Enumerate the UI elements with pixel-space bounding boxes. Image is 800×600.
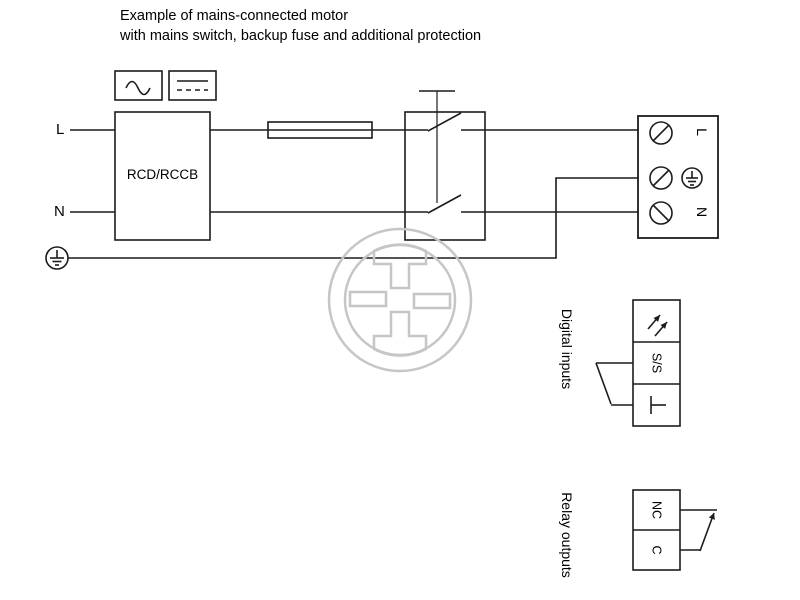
pulse-arrows-icon — [647, 314, 668, 337]
terminal-l-label: L — [694, 128, 710, 136]
ground-terminal-icon — [650, 396, 666, 414]
digital-inputs-block — [595, 299, 681, 427]
relay-c-label: C — [649, 545, 664, 555]
digital-input-switch — [595, 362, 633, 406]
supply-line-label: L — [56, 121, 65, 138]
diagram-title-line1: Example of mains-connected motor — [120, 8, 349, 24]
earth-terminal-icon — [681, 167, 703, 189]
earth-conductor — [68, 177, 638, 259]
digital-inputs-heading: Digital inputs — [559, 308, 575, 390]
protective-earth-icon — [45, 246, 69, 270]
relay-outputs-block — [632, 489, 717, 571]
dc-dashed-icon — [168, 70, 217, 101]
rcd-box — [114, 111, 211, 241]
screw-terminal-icon — [649, 121, 673, 145]
supply-neutral-label: N — [54, 203, 65, 220]
diagram-title-line2: with mains switch, backup fuse and addit… — [120, 28, 482, 44]
mains-switch — [404, 90, 486, 241]
screw-terminal-icon — [649, 166, 673, 190]
circular-logo-watermark — [327, 227, 473, 373]
digital-input-ss-label: S/S — [649, 352, 664, 374]
relay-contact-switch — [680, 509, 717, 552]
terminal-n-label: N — [694, 206, 710, 218]
relay-outputs-heading: Relay outputs — [559, 492, 575, 578]
ac-waveform-icon — [114, 70, 163, 101]
relay-nc-label: NC — [649, 500, 664, 520]
screw-terminal-icon — [649, 201, 673, 225]
fuse-symbol — [267, 121, 373, 139]
mains-terminal-block — [637, 115, 719, 239]
rcd-label: RCD/RCCB — [126, 167, 199, 182]
